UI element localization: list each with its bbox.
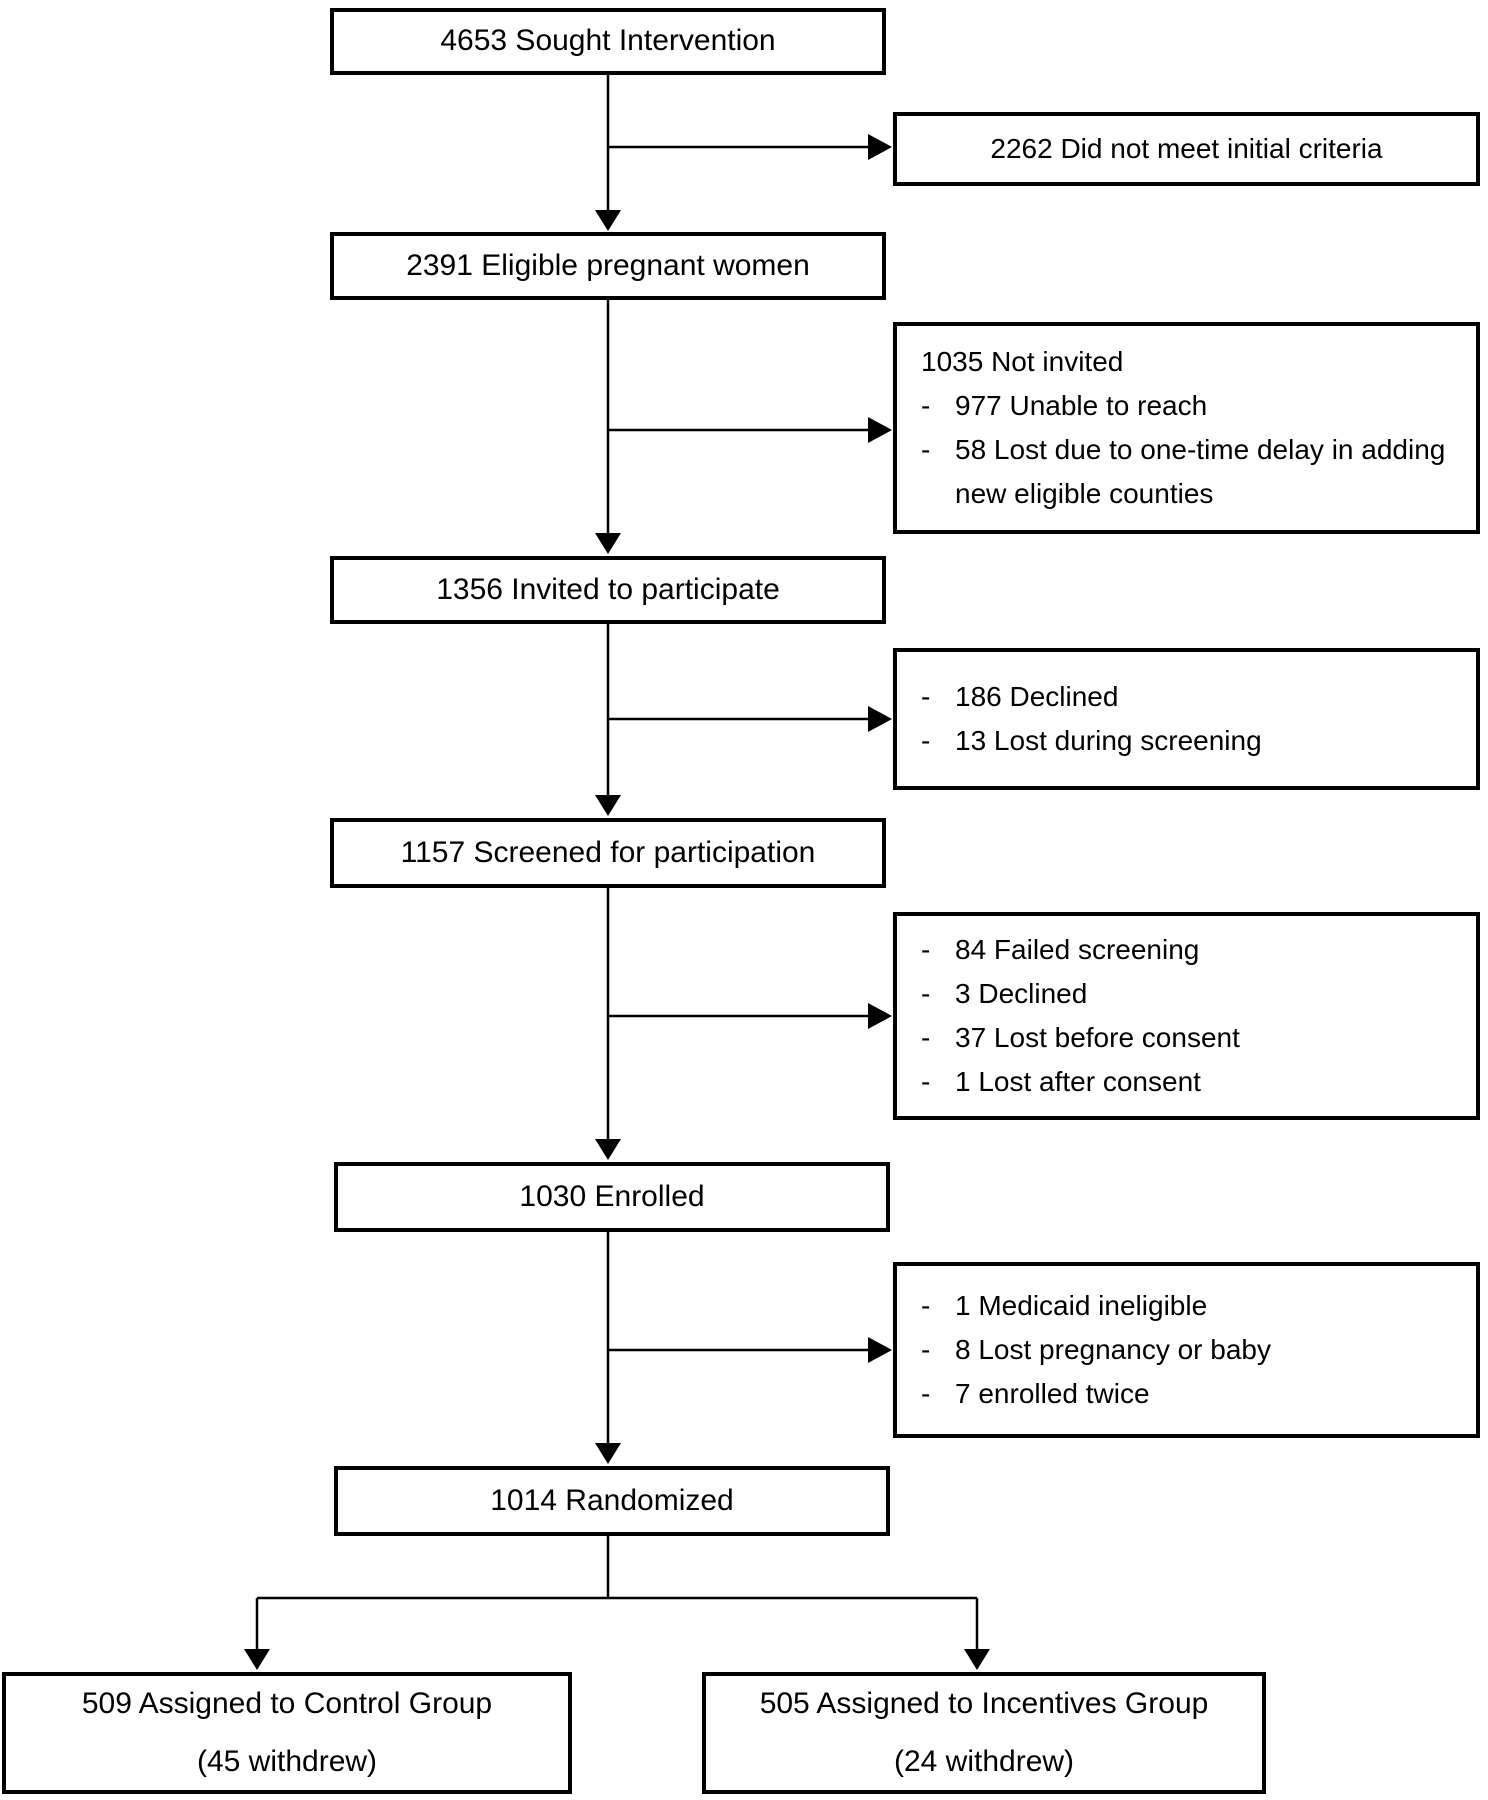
bullet-dash: - xyxy=(921,1334,931,1365)
list-item: - 186 Declined xyxy=(921,675,1458,719)
arrowhead-right-pre-screen-loss-icon xyxy=(868,706,892,732)
side-box-enroll-loss: - 1 Medicaid ineligible - 8 Lost pregnan… xyxy=(893,1262,1480,1438)
outcome-line-1: 505 Assigned to Incentives Group xyxy=(759,1687,1209,1720)
list-item-text: 84 Failed screening xyxy=(955,934,1200,965)
list-item-text: 13 Lost during screening xyxy=(955,725,1262,756)
list-item-text: 37 Lost before consent xyxy=(955,1022,1240,1053)
list-item: - 1 Medicaid ineligible xyxy=(921,1284,1458,1328)
list-item-text: 1 Lost after consent xyxy=(955,1066,1201,1097)
outcome-box-incentives-group: 505 Assigned to Incentives Group (24 wit… xyxy=(702,1672,1266,1794)
bullet-dash: - xyxy=(921,1022,931,1053)
arrowhead-down-randomized-icon xyxy=(595,1443,621,1464)
arrowhead-down-eligible-icon xyxy=(595,210,621,231)
box-label: 4653 Sought Intervention xyxy=(440,24,776,58)
outcome-line-2: (24 withdrew) xyxy=(893,1745,1075,1778)
bullet-dash: - xyxy=(921,1066,931,1097)
arrowhead-right-enroll-loss-icon xyxy=(868,1337,892,1363)
flow-box-screened-for-participation: 1157 Screened for participation xyxy=(330,818,886,888)
flow-box-randomized: 1014 Randomized xyxy=(334,1466,890,1536)
list-item: - 977 Unable to reach xyxy=(921,384,1458,428)
flow-box-invited-to-participate: 1356 Invited to participate xyxy=(330,556,886,624)
outcome-line-1: 509 Assigned to Control Group xyxy=(81,1687,493,1720)
bullet-dash: - xyxy=(921,934,931,965)
arrowhead-right-not-met-icon xyxy=(868,134,892,160)
flow-box-eligible-pregnant-women: 2391 Eligible pregnant women xyxy=(330,232,886,300)
list-item-text: 3 Declined xyxy=(955,978,1088,1009)
list-item: - 58 Lost due to one-time delay in addin… xyxy=(921,428,1458,516)
bullet-dash: - xyxy=(921,390,931,421)
arrowhead-down-screened-icon xyxy=(595,795,621,816)
list-item-text: 186 Declined xyxy=(955,681,1119,712)
box-label: 1157 Screened for participation xyxy=(400,835,816,869)
box-label: 1014 Randomized xyxy=(490,1483,734,1517)
list-item-text: 1 Medicaid ineligible xyxy=(955,1290,1208,1321)
box-label: 1356 Invited to participate xyxy=(436,572,780,606)
list-item-text: 58 Lost due to one-time delay in adding … xyxy=(955,434,1446,509)
side-box-title: 1035 Not invited xyxy=(921,346,1124,377)
bullet-dash: - xyxy=(921,978,931,1009)
arrowhead-right-screen-loss-icon xyxy=(868,1003,892,1029)
list-item: - 3 Declined xyxy=(921,972,1458,1016)
flow-box-enrolled: 1030 Enrolled xyxy=(334,1162,890,1232)
list-item-text: 8 Lost pregnancy or baby xyxy=(955,1334,1271,1365)
bullet-dash: - xyxy=(921,725,931,756)
arrowhead-down-incentives-icon xyxy=(964,1649,990,1670)
list-item: - 13 Lost during screening xyxy=(921,719,1458,763)
bullet-dash: - xyxy=(921,681,931,712)
list-item-text: 7 enrolled twice xyxy=(955,1378,1150,1409)
list-item-text: 977 Unable to reach xyxy=(955,390,1208,421)
arrowhead-down-enrolled-icon xyxy=(595,1139,621,1160)
arrowhead-right-not-invited-icon xyxy=(868,417,892,443)
box-label: 1030 Enrolled xyxy=(519,1179,705,1213)
list-item: - 84 Failed screening xyxy=(921,928,1458,972)
box-label: 2391 Eligible pregnant women xyxy=(406,248,810,282)
outcome-line-2: (45 withdrew) xyxy=(196,1745,378,1778)
arrowhead-down-invited-icon xyxy=(595,533,621,554)
bullet-dash: - xyxy=(921,1378,931,1409)
list-item: - 1 Lost after consent xyxy=(921,1060,1458,1104)
bullet-dash: - xyxy=(921,1290,931,1321)
list-item: - 7 enrolled twice xyxy=(921,1372,1458,1416)
flow-box-sought-intervention: 4653 Sought Intervention xyxy=(330,8,886,75)
arrowhead-down-control-icon xyxy=(244,1649,270,1670)
side-box-pre-screen-loss: - 186 Declined - 13 Lost during screenin… xyxy=(893,648,1480,790)
side-box-screen-loss: - 84 Failed screening - 3 Declined - 37 … xyxy=(893,912,1480,1120)
list-item: - 8 Lost pregnancy or baby xyxy=(921,1328,1458,1372)
side-box-did-not-meet-criteria: 2262 Did not meet initial criteria xyxy=(893,112,1480,186)
box-label: 2262 Did not meet initial criteria xyxy=(990,133,1383,164)
outcome-box-control-group: 509 Assigned to Control Group (45 withdr… xyxy=(2,1672,572,1794)
list-item: - 37 Lost before consent xyxy=(921,1016,1458,1060)
side-box-not-invited: 1035 Not invited - 977 Unable to reach -… xyxy=(893,322,1480,534)
bullet-dash: - xyxy=(921,434,931,465)
